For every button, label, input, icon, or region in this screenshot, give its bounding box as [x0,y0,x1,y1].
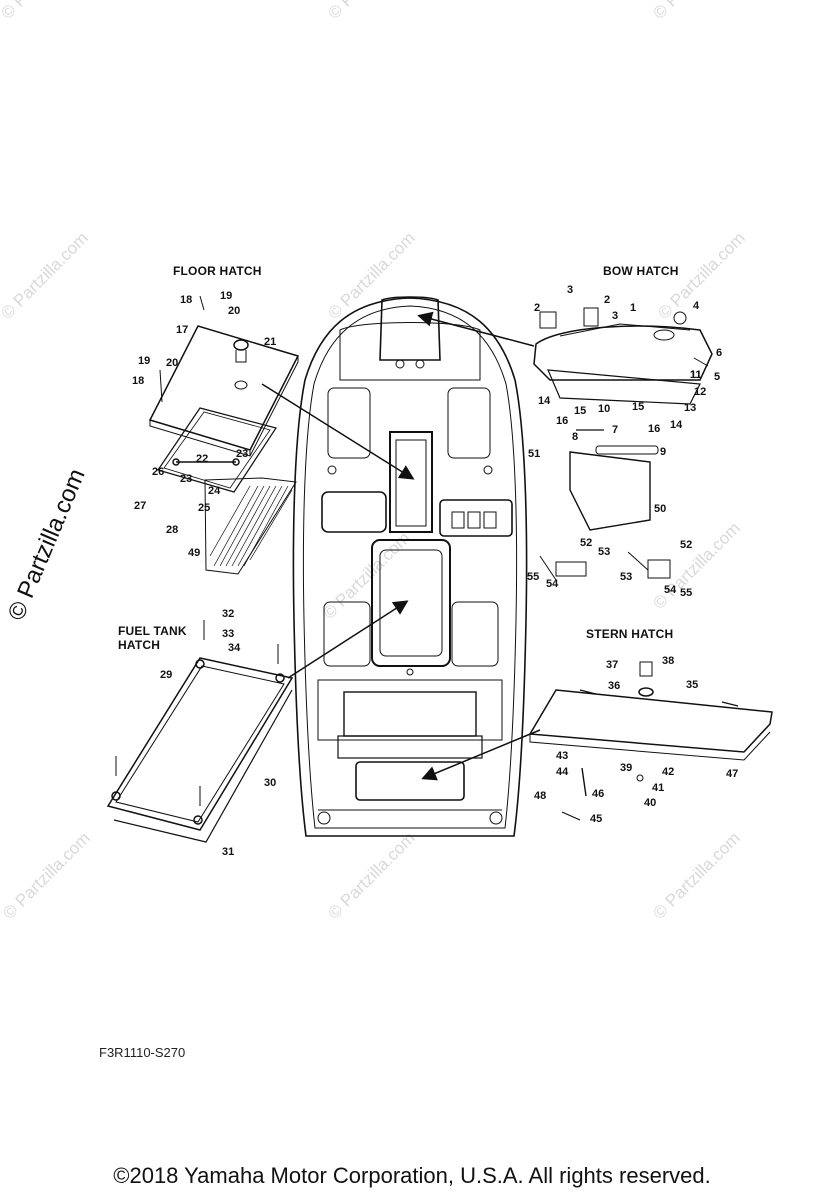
part-number-55: 55 [680,587,692,599]
part-number-33: 33 [222,628,234,640]
part-number-7: 7 [612,424,618,436]
part-number-54: 54 [664,584,677,596]
part-number-12: 12 [694,386,706,398]
stern-hatch-title: STERN HATCH [586,627,674,641]
boat-hull [292,296,528,837]
part-number-1: 1 [630,302,636,314]
pointer-arrows [261,311,541,781]
part-number-48: 48 [534,790,546,802]
part-number-28: 28 [166,524,178,536]
watermark-text: © Partzilla.com [324,0,418,23]
part-number-21: 21 [264,336,276,348]
watermark-text: © Partzilla.com [324,828,418,922]
part-number-16: 16 [648,423,660,435]
part-number-11: 11 [690,369,702,381]
part-number-3: 3 [612,310,618,322]
fuel-tank-hatch-title-line1: FUEL TANK [118,624,187,638]
part-number-51: 51 [528,448,540,460]
floor-hatch-title: FLOOR HATCH [173,264,262,278]
part-number-3: 3 [567,284,573,296]
drawing-code: F3R1110-S270 [99,1045,186,1060]
part-number-2: 2 [604,294,610,306]
part-number-20: 20 [166,357,178,369]
part-number-39: 39 [620,762,632,774]
part-number-44: 44 [556,766,569,778]
part-number-11: 11 [690,369,702,381]
part-number-43: 43 [556,750,568,762]
part-number-9: 9 [660,446,666,458]
part-number-50: 50 [654,503,666,515]
part-number-14: 14 [670,419,683,431]
part-number-37: 37 [606,659,618,671]
stern-hatch-assembly [528,661,773,821]
part-number-5: 5 [714,371,720,383]
floor-hatch-assembly [148,295,300,575]
watermark-text: © Partzilla.com [319,528,413,622]
part-number-27: 27 [134,500,146,512]
part-number-53: 53 [598,546,610,558]
part-number-34: 34 [228,642,241,654]
part-number-41: 41 [652,782,664,794]
watermarks: © Partzilla.com © Partzilla.com © Partzi… [0,0,749,923]
part-number-38: 38 [662,655,674,667]
part-number-29: 29 [160,669,172,681]
watermark-text: © Partzilla.com [649,828,743,922]
part-number-23: 23 [180,473,192,485]
part-number-23: 23 [236,448,248,460]
part-number-53: 53 [620,571,632,583]
part-number-52: 52 [680,539,692,551]
part-number-52: 52 [580,537,592,549]
part-number-47: 47 [726,768,738,780]
part-number-55: 55 [527,571,539,583]
part-number-22: 22 [196,453,208,465]
part-number-14: 14 [538,395,551,407]
part-number-6: 6 [716,347,722,359]
part-number-13: 13 [684,402,696,414]
part-number-40: 40 [644,797,656,809]
part-number-36: 36 [608,680,620,692]
part-number-2: 2 [534,302,540,314]
part-number-15: 15 [632,401,644,413]
part-number-49: 49 [188,547,200,559]
part-number-19: 19 [220,290,232,302]
part-number-26: 26 [152,466,164,478]
part-number-10: 10 [598,403,610,415]
copyright-notice: ©2018 Yamaha Motor Corporation, U.S.A. A… [113,1163,711,1188]
part-number-15: 15 [574,405,586,417]
part-number-4: 4 [693,300,700,312]
part-number-30: 30 [264,777,276,789]
part-number-35: 35 [686,679,698,691]
fuel-tank-hatch-assembly [106,620,294,843]
watermark-text: © Partzilla.com [0,228,92,322]
part-number-24: 24 [208,485,221,497]
part-number-20: 20 [228,305,240,317]
fuel-tank-hatch-title-line2: HATCH [118,638,161,652]
part-number-46: 46 [592,788,604,800]
part-number-17: 17 [176,324,188,336]
part-number-18: 18 [132,375,144,387]
watermark-text: © Partzilla.com [649,518,743,612]
part-number-32: 32 [222,608,234,620]
bow-hatch-assembly [533,307,713,581]
part-number-8: 8 [572,431,578,443]
part-number-45: 45 [590,813,602,825]
watermark-text: © Partzilla.com [324,228,418,322]
part-number-25: 25 [198,502,210,514]
bow-hatch-title: BOW HATCH [603,264,679,278]
part-number-54: 54 [546,578,559,590]
watermark-text: © Partzilla.com [649,0,743,23]
part-number-31: 31 [222,846,234,858]
part-number-16: 16 [556,415,568,427]
part-number-42: 42 [662,766,674,778]
side-watermark: © Partzilla.com [3,465,91,624]
watermark-text: © Partzilla.com [0,0,92,23]
part-number-18: 18 [180,294,192,306]
watermark-text: © Partzilla.com [0,828,94,922]
part-number-19: 19 [138,355,150,367]
